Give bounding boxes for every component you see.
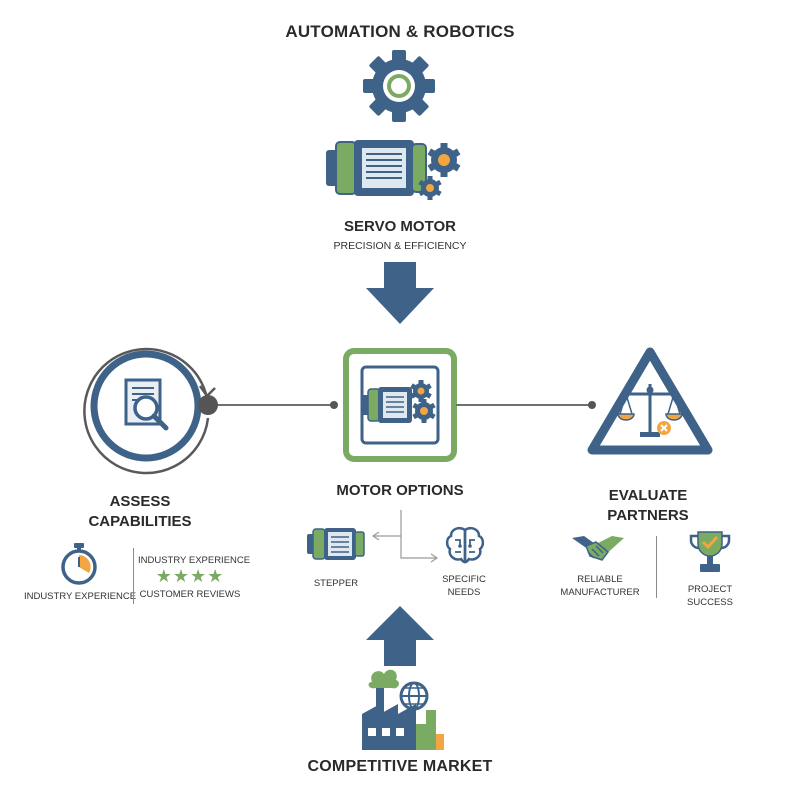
connector-left [214, 404, 336, 406]
stopwatch-icon [61, 543, 97, 585]
assess-capabilities-title: Assess Capabilities [70, 492, 210, 532]
gear-icon [363, 50, 435, 122]
motor-options-title: Motor Options [336, 482, 464, 499]
handshake-icon [572, 536, 624, 561]
option-specific-needs-line2: Needs [447, 587, 481, 598]
brain-icon [445, 527, 485, 564]
evaluate-divider [656, 536, 657, 598]
partner-item-reliable-manufacturer: Reliable Manufacturer [548, 573, 652, 599]
assess-item-industry-experience: Industry Experience [23, 591, 137, 602]
warning-scale-icon [587, 347, 713, 455]
connector-right-dot [588, 401, 596, 409]
project-line2: Success [687, 597, 733, 608]
servo-motor-icon [326, 140, 461, 200]
option-stepper-label: Stepper [313, 578, 359, 589]
servo-motor-subtitle: Precision & Efficiency [333, 240, 467, 252]
reliable-line1: Reliable [577, 574, 623, 585]
evaluate-partners-title: Evaluate Partners [578, 486, 718, 526]
evaluate-title-line2: Partners [607, 507, 689, 524]
evaluate-title-line1: Evaluate [608, 487, 688, 504]
competitive-market-title: Competitive Market [307, 758, 493, 775]
project-line1: Project [687, 584, 733, 595]
connector-left-dot [330, 401, 338, 409]
option-specific-needs-label: Specific Needs [414, 573, 514, 599]
assess-divider [133, 548, 134, 604]
option-specific-needs-line1: Specific [442, 574, 486, 585]
assess-title-line2: Capabilities [88, 513, 192, 530]
assess-item-customer-reviews: Customer Reviews [139, 589, 241, 600]
servo-motor-title: Servo Motor [344, 218, 456, 235]
reliable-line2: Manufacturer [560, 587, 640, 598]
assess-capabilities-icon [83, 347, 218, 475]
partner-item-project-success: Project Success [660, 583, 760, 609]
assess-title-line1: Assess [109, 493, 171, 510]
star-rating-icon: ★★★★ [155, 566, 225, 586]
arrow-down-icon [366, 262, 434, 324]
trophy-icon [689, 531, 731, 572]
assess-item-industry-experience-2: Industry Experience [138, 555, 251, 566]
arrow-up-icon [366, 606, 434, 666]
connector-right [456, 404, 592, 406]
factory-icon [362, 669, 444, 750]
options-branch-lines [371, 510, 439, 563]
automation-robotics-title: Automation & Robotics [285, 22, 515, 41]
stepper-motor-icon [307, 528, 365, 560]
motor-options-icon [343, 348, 457, 462]
